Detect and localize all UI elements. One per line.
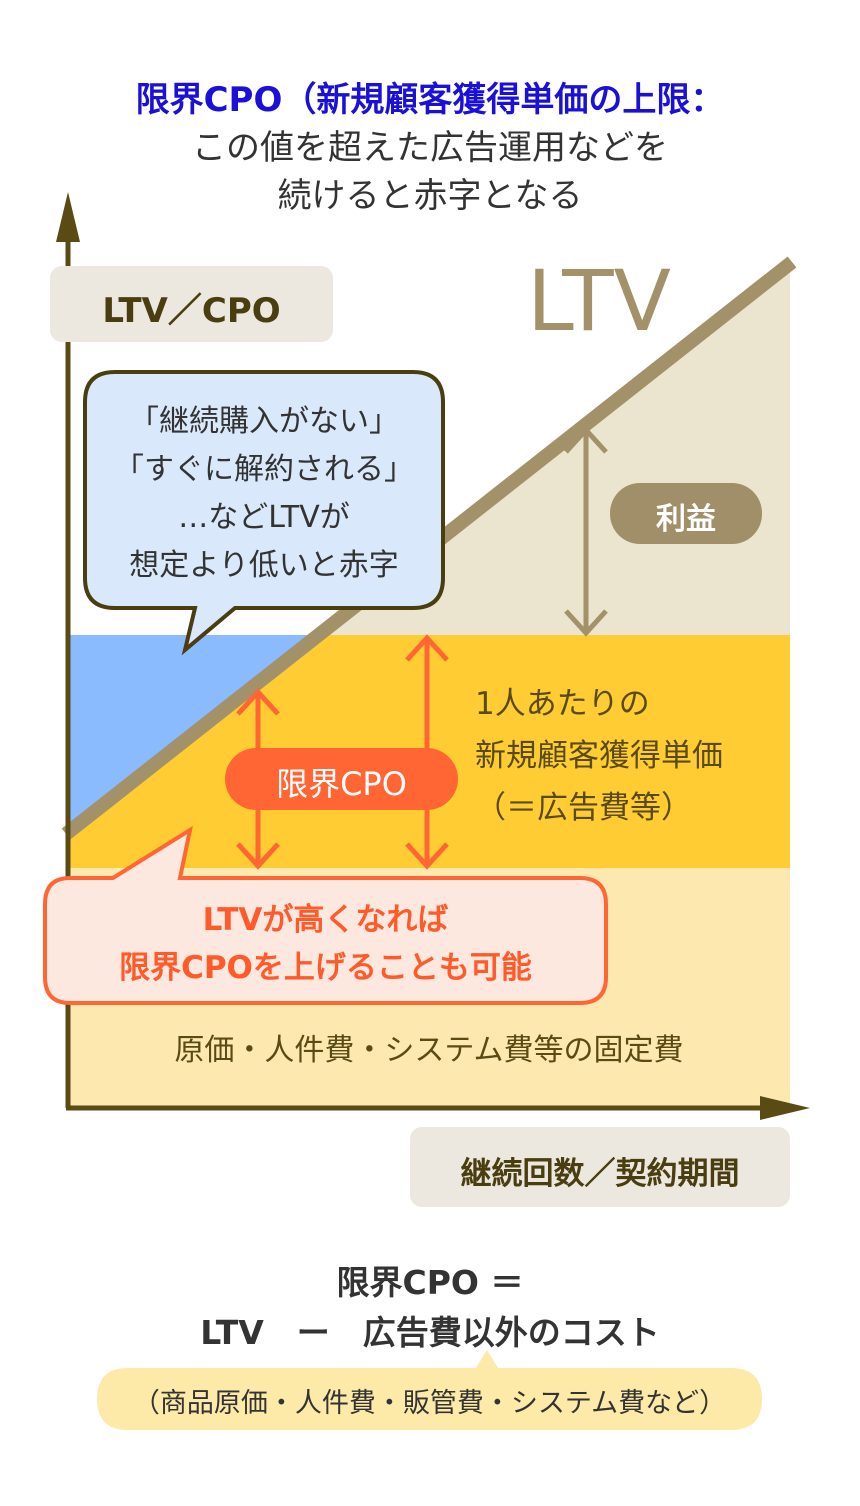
warning-line: …などLTVが [178, 500, 350, 535]
fixed-cost-label: 原価・人件費・システム費等の固定費 [174, 1033, 684, 1068]
profit-pill [610, 483, 762, 544]
warning-bubble [83, 370, 445, 656]
x-axis-label: 継続回数／契約期間 [460, 1156, 740, 1192]
formula-line-2: LTV ー 広告費以外のコスト [200, 1313, 660, 1352]
acquisition-line: 1人あたりの [475, 686, 650, 722]
x-label-box [410, 1127, 790, 1207]
cpo-pill [225, 748, 458, 810]
acquisition-cost-text: 1人あたりの 新規顧客獲得単価 （＝広告費等） [475, 678, 723, 834]
profit-double-arrow-icon [564, 426, 608, 637]
hint-bubble [43, 825, 608, 1005]
y-axis-label: LTV／CPO [102, 291, 281, 331]
acquisition-line: （＝広告費等） [475, 790, 692, 826]
x-axis-arrow-icon [760, 1096, 810, 1120]
cpo-pill-label: 限界CPO [276, 765, 407, 803]
profit-label: 利益 [656, 502, 716, 537]
acquisition-line: 新規顧客獲得単価 [475, 738, 723, 774]
note-bubble [97, 1350, 762, 1430]
ltv-label: LTV [527, 252, 672, 350]
hint-text: LTVが高くなれば 限界CPOを上げることも可能 [45, 896, 606, 992]
title-line-2: この値を超えた広告運用などを [192, 128, 668, 168]
warning-line: 「継続購入がない」 [129, 404, 399, 439]
warning-line: 「すぐに解約される」 [114, 452, 414, 487]
formula-line-1: 限界CPO ＝ [336, 1263, 524, 1302]
warning-line: 想定より低いと赤字 [129, 548, 399, 583]
formula-note: （商品原価・人件費・販管費・システム費など） [132, 1388, 727, 1419]
hint-line: LTVが高くなれば [202, 902, 449, 938]
title-line-1: 限界CPO（新規顧客獲得単価の上限： [135, 80, 725, 120]
warning-text: 「継続購入がない」 「すぐに解約される」 …などLTVが 想定より低いと赤字 [85, 398, 443, 590]
y-axis-arrow-icon [56, 192, 80, 242]
hint-line: 限界CPOを上げることも可能 [119, 950, 532, 986]
title-line-3: 続けると赤字となる [277, 176, 583, 216]
y-label-box [50, 266, 333, 342]
